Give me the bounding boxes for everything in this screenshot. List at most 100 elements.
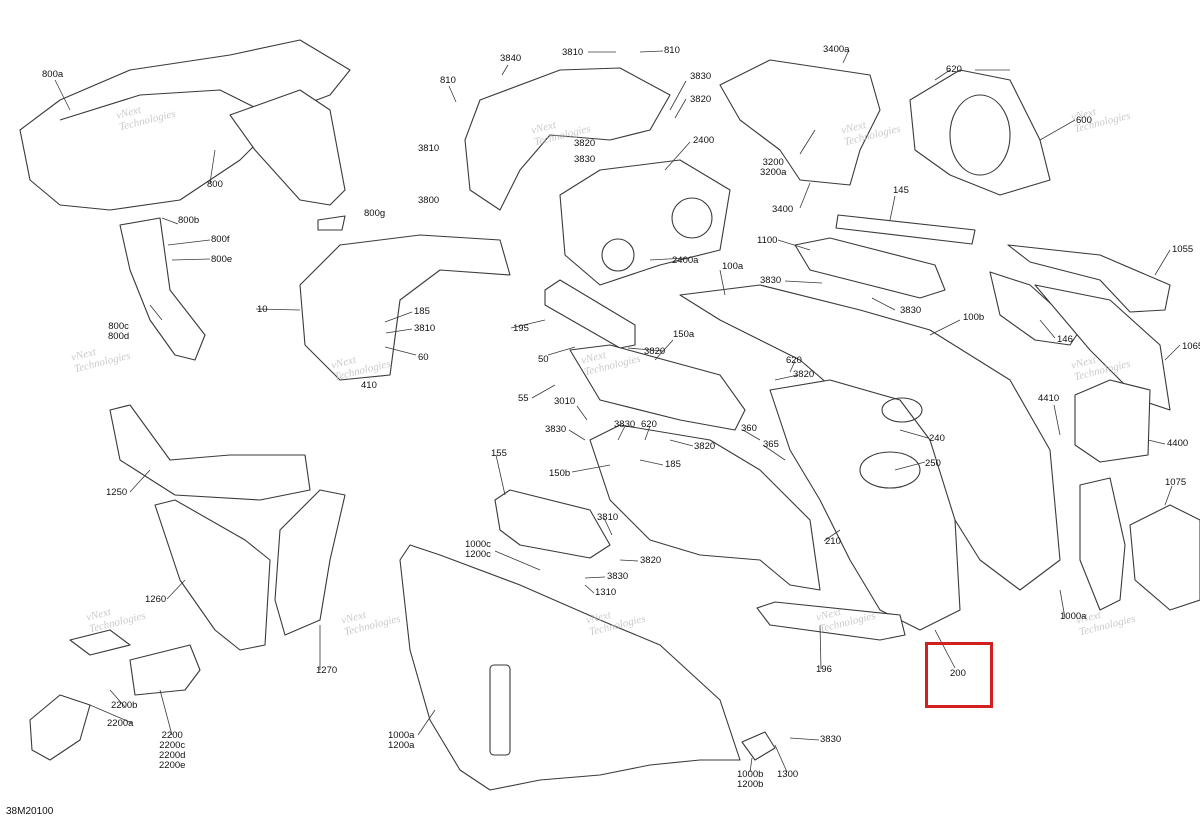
part-label: 1000b 1200b — [737, 769, 764, 790]
part-label: 3200 3200a — [760, 157, 787, 178]
part-label: 145 — [893, 185, 909, 196]
part-label: 185 — [414, 306, 430, 317]
part-label: 1000a — [1060, 611, 1087, 622]
part-2200b-bracket — [69, 629, 131, 656]
part-2400-headlight — [559, 159, 731, 286]
part-label: 100b — [963, 312, 985, 323]
part-155-vent — [494, 489, 611, 559]
part-label: 3400 — [772, 204, 794, 215]
part-1065 — [1034, 284, 1171, 411]
part-1000a-right — [1079, 477, 1126, 611]
part-label: 150b — [549, 468, 571, 479]
part-label: 3820 — [690, 94, 712, 105]
part-146 — [989, 271, 1081, 346]
part-label: 3810 — [597, 512, 619, 523]
part-label: 3820 — [640, 555, 662, 566]
part-label: 365 — [763, 439, 779, 450]
part-label: 800g — [364, 208, 386, 219]
part-2200-mirror — [129, 644, 201, 696]
part-label: 250 — [925, 458, 941, 469]
part-label: 3830 — [690, 71, 712, 82]
part-label: 3400a — [823, 44, 850, 55]
part-label: 800e — [211, 254, 233, 265]
part-10-nose — [299, 234, 511, 381]
part-label: 3010 — [554, 396, 576, 407]
part-label: 3810 — [562, 47, 584, 58]
part-label: 800f — [211, 234, 230, 245]
part-label: 410 — [361, 380, 377, 391]
part-600-gauge — [909, 69, 1051, 196]
part-label: 3820 — [574, 138, 596, 149]
part-label: 3820 — [694, 441, 716, 452]
part-label: 3820 — [793, 369, 815, 380]
part-label: 60 — [418, 352, 429, 363]
part-label: 1075 — [1165, 477, 1187, 488]
part-label: 3830 — [900, 305, 922, 316]
part-label: 1000c 1200c — [465, 539, 491, 560]
part-label: 3810 — [418, 143, 440, 154]
part-label: 3820 — [644, 346, 666, 357]
part-label: 1065 — [1182, 341, 1200, 352]
part-label: 1310 — [595, 587, 617, 598]
part-150b-side — [589, 424, 821, 591]
part-1075 — [1129, 504, 1200, 611]
part-label: 3830 — [820, 734, 842, 745]
highlight-box — [925, 642, 993, 708]
part-800g — [317, 215, 346, 231]
part-label: 3840 — [500, 53, 522, 64]
part-label: 2200a — [107, 718, 134, 729]
part-label: 1270 — [316, 665, 338, 676]
part-label: 800a — [42, 69, 64, 80]
part-1000b — [741, 731, 776, 761]
part-1000a-side-panel — [399, 544, 741, 791]
part-label: 620 — [641, 419, 657, 430]
part-label: 800b — [178, 215, 200, 226]
part-label: 620 — [946, 64, 962, 75]
part-label-highlighted: 200 — [950, 668, 966, 679]
part-label: 800 — [207, 179, 223, 190]
part-label: 240 — [929, 433, 945, 444]
part-label: 800c 800d — [108, 321, 130, 342]
part-label: 3810 — [414, 323, 436, 334]
part-3800-frame — [464, 67, 671, 211]
part-label: 185 — [665, 459, 681, 470]
part-label: 1250 — [106, 487, 128, 498]
part-label: 4410 — [1038, 393, 1060, 404]
part-1055 — [1007, 244, 1171, 313]
part-195 — [544, 279, 636, 349]
part-label: 2200 2200c 2200d 2200e — [159, 730, 186, 771]
part-label: 1300 — [777, 769, 799, 780]
part-label: 1260 — [145, 594, 167, 605]
part-label: 620 — [786, 355, 802, 366]
part-label: 3830 — [607, 571, 629, 582]
part-label: 55 — [518, 393, 529, 404]
part-label: 1000a 1200a — [388, 730, 415, 751]
part-label: 2200b — [111, 700, 138, 711]
part-1270 — [274, 489, 346, 636]
part-label: 155 — [491, 448, 507, 459]
part-2200a-mirror — [29, 694, 91, 761]
part-label: 3830 — [760, 275, 782, 286]
part-800-side-panel — [229, 89, 346, 206]
part-label: 810 — [440, 75, 456, 86]
part-1100 — [794, 237, 946, 299]
diagram-reference-code: 38M20100 — [6, 806, 54, 817]
part-label: 210 — [825, 536, 841, 547]
part-label: 146 — [1057, 334, 1073, 345]
part-196 — [756, 601, 906, 641]
part-label: 360 — [741, 423, 757, 434]
part-label: 1100 — [757, 235, 778, 246]
part-145-strip — [835, 214, 976, 245]
part-label: 3830 — [545, 424, 567, 435]
part-800c-bracket — [119, 217, 206, 361]
part-150a — [569, 344, 746, 431]
part-label: 10 — [257, 304, 268, 315]
part-label: 1055 — [1172, 244, 1194, 255]
part-100a-body — [679, 284, 1061, 591]
part-label: 3830 — [614, 419, 636, 430]
part-label: 150a — [673, 329, 695, 340]
part-label: 600 — [1076, 115, 1092, 126]
part-label: 3830 — [574, 154, 596, 165]
part-1250-seat — [109, 404, 311, 501]
